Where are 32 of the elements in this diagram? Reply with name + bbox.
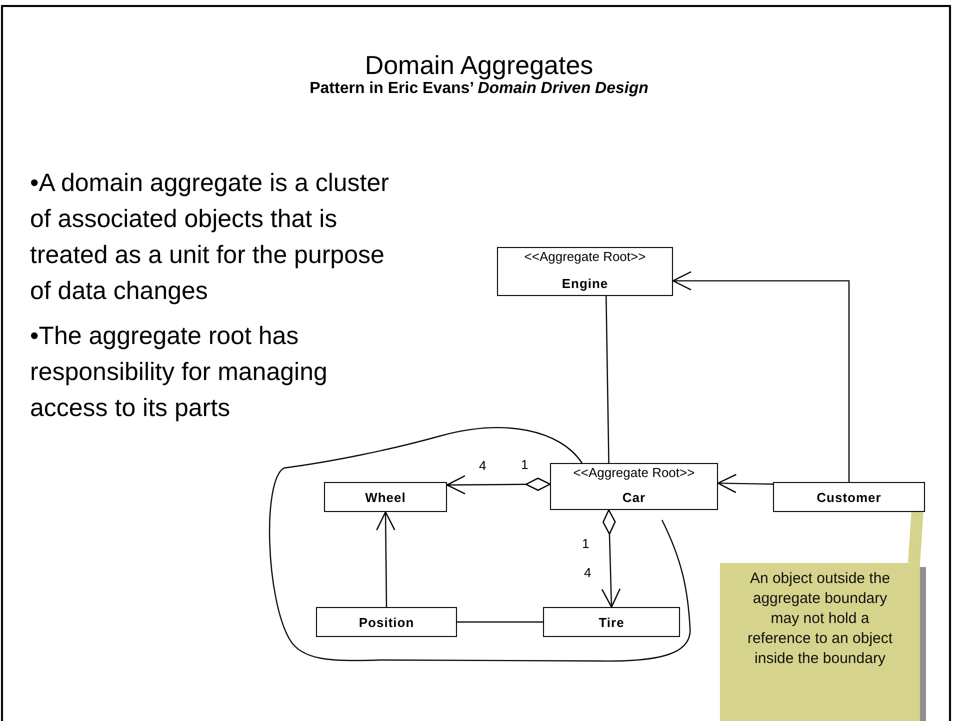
bullet-text: •A domain aggregate is a cluster of associated objects that is treated as a unit for the purpose of data changes	[30, 168, 390, 307]
class-box	[543, 607, 680, 637]
bullet-text: •The aggregate root has responsibility for managing access to its parts	[30, 321, 328, 424]
multiplicity-label: 1	[582, 536, 590, 551]
connector	[606, 296, 610, 464]
connector	[717, 474, 774, 494]
multiplicity-label: 4	[479, 458, 486, 473]
stereotype-label: <<Aggregate Root>>	[573, 465, 695, 480]
connector	[601, 509, 621, 608]
connector	[376, 511, 396, 607]
class-name: Wheel	[365, 490, 406, 504]
connector	[672, 271, 850, 482]
class-box	[324, 482, 447, 512]
note-callout	[720, 563, 920, 721]
class-name: Engine	[562, 276, 608, 291]
class-box	[550, 463, 718, 510]
connector	[446, 475, 551, 494]
slide-title: Domain Aggregates	[364, 50, 594, 80]
class-box	[773, 482, 925, 512]
multiplicity-label: 4	[584, 565, 592, 580]
callout-tab	[908, 512, 924, 564]
slide-subtitle: Pattern in Eric Evans’ Domain Driven Design	[310, 80, 648, 98]
class-box	[497, 247, 673, 296]
multiplicity-label: 1	[521, 457, 528, 472]
class-box	[316, 607, 457, 637]
note-text: An object outside the aggregate boundary may not hold a reference to an object inside the boundary	[746, 569, 894, 669]
class-name: Tire	[598, 614, 624, 630]
connector	[457, 621, 543, 623]
stereotype-label: <<Aggregate Root>>	[524, 249, 646, 264]
class-name: Position	[358, 614, 414, 630]
class-name: Customer	[816, 490, 882, 504]
class-name: Car	[622, 490, 646, 505]
